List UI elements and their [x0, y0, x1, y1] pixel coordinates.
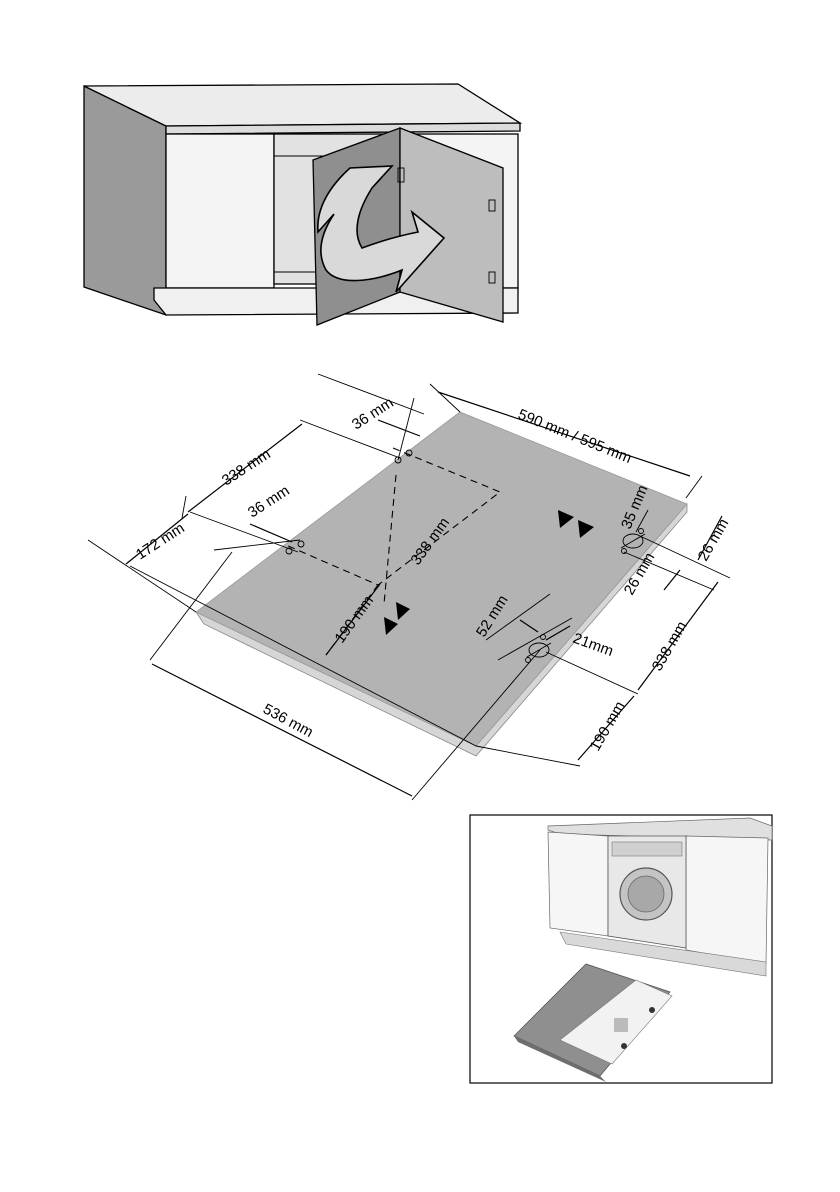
installation-photo: [470, 815, 772, 1083]
label-hole-offset-top: 36 mm: [349, 394, 397, 433]
label-bottom-width: 536 mm: [260, 701, 316, 741]
label-inset-right: 190 mm: [587, 699, 629, 754]
label-spacing-right: 338 mm: [649, 619, 691, 674]
label-offset-26-a: 26 mm: [695, 516, 733, 564]
cabinet-illustration: [84, 84, 520, 325]
cabinet-left-front: [166, 134, 274, 288]
label-hinge-spacing-left: 338 mm: [219, 446, 274, 490]
label-hole-offset-left: 36 mm: [245, 482, 293, 521]
label-edge-offset-left: 172 mm: [133, 520, 188, 564]
label-offset-21: 21mm: [571, 630, 616, 660]
